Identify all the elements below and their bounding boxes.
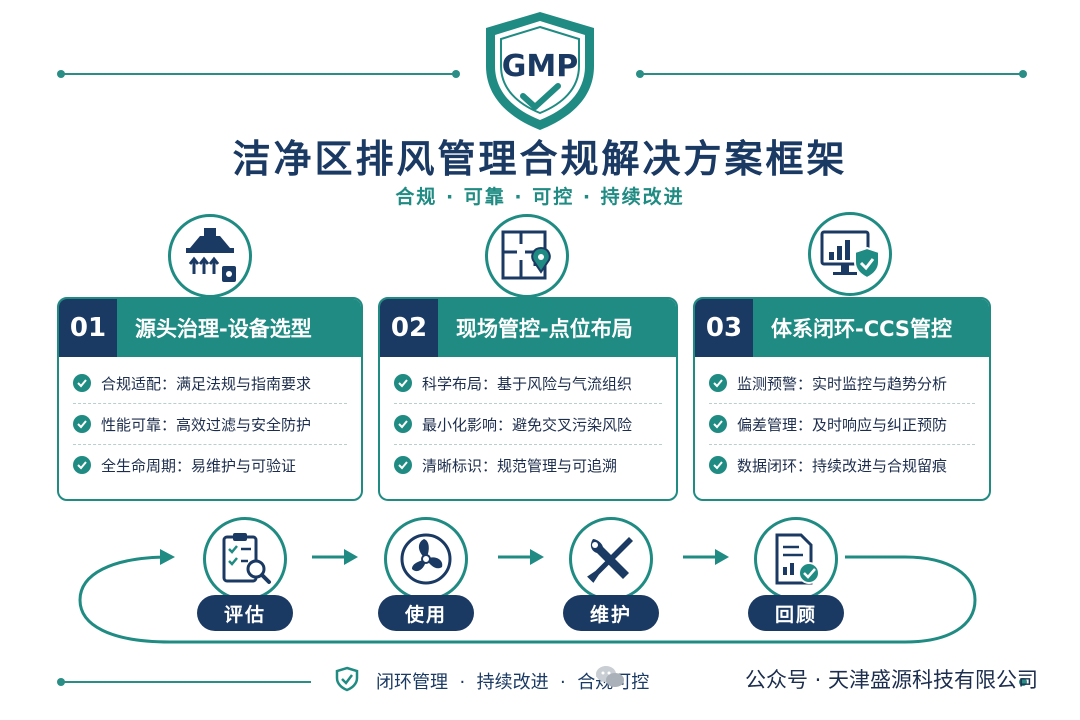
- list-item-text: 全生命周期：易维护与可验证: [101, 456, 297, 475]
- list-item-text: 偏差管理：及时响应与纠正预防: [737, 415, 948, 434]
- header-line-left-end-dot: [452, 70, 460, 78]
- process-step-review-label: 回顾: [748, 595, 844, 631]
- process-step-use-label: 使用: [378, 595, 474, 631]
- pillar-card-3: 03 体系闭环-CCS管控 监测预警：实时监控与趋势分析 偏差管理：及时响应与纠…: [693, 297, 991, 501]
- list-item-text: 清晰标识：规范管理与可追溯: [422, 456, 618, 475]
- exhaust-hood-icon: [168, 214, 252, 298]
- pillar-item-list: 合规适配：满足法规与指南要求 性能可靠：高效过滤与安全防护 全生命周期：易维护与…: [73, 363, 347, 485]
- list-item: 全生命周期：易维护与可验证: [73, 445, 347, 485]
- check-circle-icon: [709, 456, 727, 474]
- list-item: 合规适配：满足法规与指南要求: [73, 363, 347, 404]
- pillar-number: 02: [380, 299, 438, 357]
- page-title: 洁净区排风管理合规解决方案框架: [232, 137, 848, 181]
- pillar-item-list: 科学布局：基于风险与气流组织 最小化影响：避免交叉污染风险 清晰标识：规范管理与…: [394, 363, 662, 485]
- pillar-title: 现场管控-点位布局: [456, 317, 633, 341]
- process-step-maintain-circle: [569, 517, 653, 601]
- floor-plan-pin-icon: [485, 214, 569, 298]
- check-circle-icon: [394, 456, 412, 474]
- pillar-card-2: 02 现场管控-点位布局 科学布局：基于风险与气流组织 最小化影响：避免交叉污染…: [378, 297, 678, 501]
- list-item-text: 监测预警：实时监控与趋势分析: [737, 374, 948, 393]
- checklist-magnifier-icon: [222, 533, 271, 584]
- check-circle-icon: [73, 456, 91, 474]
- list-item-text: 科学布局：基于风险与气流组织: [422, 374, 633, 393]
- pillar-card-header: 03 体系闭环-CCS管控: [695, 299, 989, 357]
- footer-tagline: 闭环管理 · 持续改进 · 合规可控: [376, 672, 650, 693]
- list-item: 清晰标识：规范管理与可追溯: [394, 445, 662, 485]
- check-circle-icon: [394, 415, 412, 433]
- pillar-title: 体系闭环-CCS管控: [771, 317, 953, 341]
- pillar-number: 01: [59, 299, 117, 357]
- process-step-assess-label: 评估: [197, 595, 293, 631]
- footer-line-right-end-dot: [1019, 678, 1027, 686]
- process-step-review-circle: [754, 517, 838, 601]
- wechat-icon: [595, 664, 625, 694]
- check-circle-icon: [709, 374, 727, 392]
- header-line-right: [640, 73, 1023, 75]
- pillar-number: 03: [695, 299, 753, 357]
- footer-line-left: [61, 681, 311, 683]
- list-item: 数据闭环：持续改进与合规留痕: [709, 445, 975, 485]
- list-item-text: 合规适配：满足法规与指南要求: [101, 374, 312, 393]
- wrench-screwdriver-icon: [587, 537, 633, 583]
- check-circle-icon: [73, 415, 91, 433]
- list-item: 科学布局：基于风险与气流组织: [394, 363, 662, 404]
- check-circle-icon: [709, 415, 727, 433]
- list-item-text: 数据闭环：持续改进与合规留痕: [737, 456, 948, 475]
- pillar-item-list: 监测预警：实时监控与趋势分析 偏差管理：及时响应与纠正预防 数据闭环：持续改进与…: [709, 363, 975, 485]
- gmp-shield-badge: GMP: [478, 8, 602, 132]
- check-circle-icon: [394, 374, 412, 392]
- fan-icon: [400, 533, 452, 585]
- list-item: 最小化影响：避免交叉污染风险: [394, 404, 662, 445]
- gmp-text: GMP: [502, 49, 578, 84]
- process-step-maintain-label: 维护: [563, 595, 659, 631]
- footer-brand: 公众号 · 天津盛源科技有限公司: [744, 668, 1038, 692]
- list-item: 性能可靠：高效过滤与安全防护: [73, 404, 347, 445]
- header-line-right-end-dot: [1019, 70, 1027, 78]
- process-step-use-circle: [384, 517, 468, 601]
- list-item: 监测预警：实时监控与趋势分析: [709, 363, 975, 404]
- list-item: 偏差管理：及时响应与纠正预防: [709, 404, 975, 445]
- pillar-card-header: 01 源头治理-设备选型: [59, 299, 361, 357]
- pillar-card-1: 01 源头治理-设备选型 合规适配：满足法规与指南要求 性能可靠：高效过滤与安全…: [57, 297, 363, 501]
- shield-check-icon: [335, 666, 359, 696]
- header-line-left: [61, 73, 456, 75]
- pillar-card-header: 02 现场管控-点位布局: [380, 299, 676, 357]
- process-step-assess-circle: [203, 517, 287, 601]
- monitor-shield-icon: [808, 212, 892, 296]
- list-item-text: 性能可靠：高效过滤与安全防护: [101, 415, 312, 434]
- report-check-icon: [775, 533, 820, 585]
- pillar-title: 源头治理-设备选型: [135, 317, 312, 341]
- page-subtitle: 合规 · 可靠 · 可控 · 持续改进: [395, 186, 685, 208]
- list-item-text: 最小化影响：避免交叉污染风险: [422, 415, 633, 434]
- check-circle-icon: [73, 374, 91, 392]
